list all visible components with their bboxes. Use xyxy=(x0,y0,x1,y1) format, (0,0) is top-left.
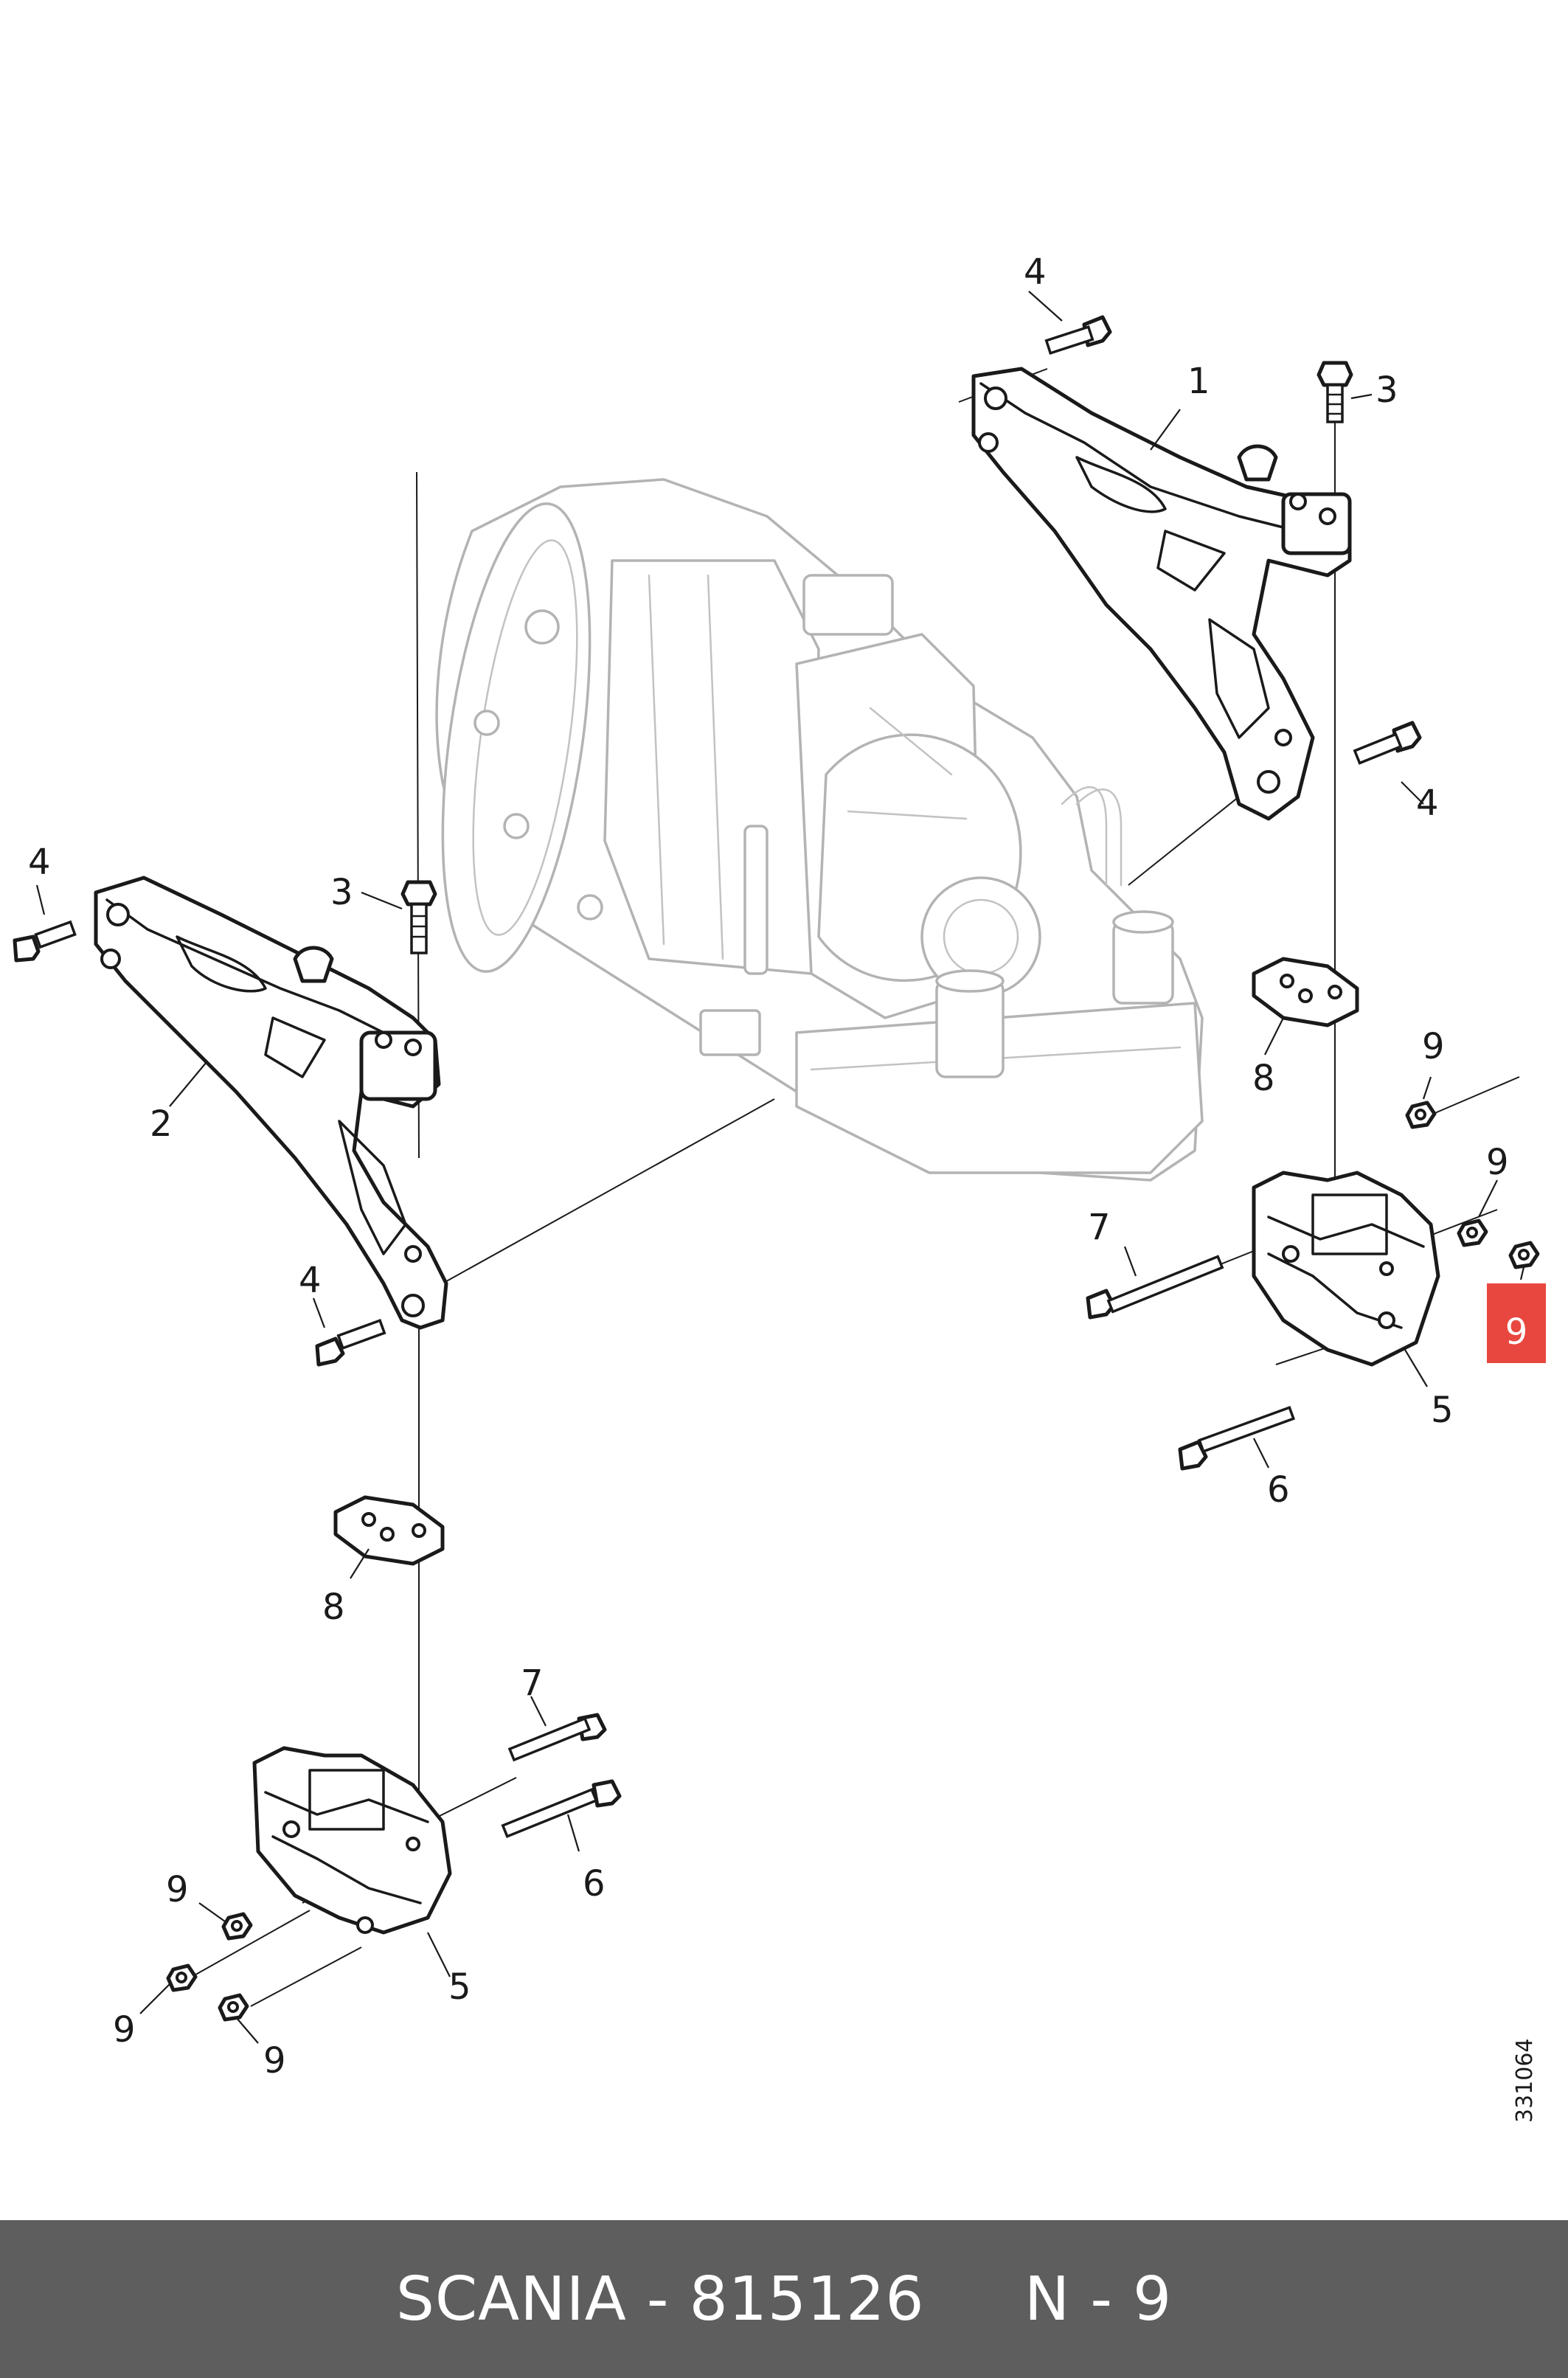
nut-9-left-a xyxy=(221,1912,253,1941)
nut-9-left-c xyxy=(218,1993,249,2022)
bolt-3-upper xyxy=(1317,361,1353,423)
engine-mount-5-right xyxy=(1252,1171,1440,1367)
callout-1: 1 xyxy=(1187,361,1210,402)
callout-9-left-b: 9 xyxy=(113,2009,136,2051)
callout-8-left: 8 xyxy=(322,1587,345,1628)
spacer-plate-8-left xyxy=(333,1495,445,1566)
callout-9-left-c: 9 xyxy=(263,2040,286,2081)
bolt-3-left xyxy=(400,880,437,954)
spacer-plate-8-right xyxy=(1252,957,1359,1027)
mounting-bracket-1 xyxy=(971,367,1352,821)
highlight-label: 9 xyxy=(1505,1311,1528,1353)
callout-4-left-bottom: 4 xyxy=(299,1260,322,1301)
callout-6-right: 6 xyxy=(1267,1469,1290,1511)
nut-9-right-highlighted xyxy=(1508,1241,1540,1269)
callout-3-left: 3 xyxy=(330,872,353,913)
highlighted-callout: 9 xyxy=(1487,1283,1546,1363)
exploded-parts-diagram: 1 2 3 3 4 4 4 4 5 5 6 6 7 7 8 8 9 9 9 9 … xyxy=(13,252,1546,2081)
footer-bar: SCANIA - 815126 N - 9 xyxy=(0,2220,1568,2378)
bolt-4-left-bottom xyxy=(315,1319,386,1367)
bolt-4-left-top xyxy=(13,920,77,963)
engine-mount-5-left xyxy=(252,1746,452,1935)
callout-9-right-upper: 9 xyxy=(1422,1026,1445,1067)
callout-4-right: 4 xyxy=(1416,783,1439,824)
callout-2: 2 xyxy=(150,1103,173,1145)
callout-labels: 1 2 3 3 4 4 4 4 5 5 6 6 7 7 8 8 9 9 9 9 … xyxy=(28,252,1509,2081)
nut-9-left-b xyxy=(166,1963,198,1992)
bolt-6-right xyxy=(1178,1406,1296,1471)
highlight-box xyxy=(1487,1283,1546,1363)
callout-4-left-top: 4 xyxy=(28,842,51,883)
gearbox-housing xyxy=(435,478,1204,1182)
callout-7-left: 7 xyxy=(521,1663,544,1704)
bolt-4-right xyxy=(1353,721,1422,765)
callout-9-right-mid: 9 xyxy=(1486,1142,1509,1183)
nut-9-right-upper xyxy=(1405,1100,1437,1129)
callout-5-left: 5 xyxy=(448,1966,471,2008)
callout-3-upper: 3 xyxy=(1376,370,1398,411)
drawing-number: 331064 xyxy=(1512,2038,1538,2123)
callout-6-left: 6 xyxy=(583,1863,606,1904)
footer-part-reference: SCANIA - 815126 N - 9 xyxy=(395,2264,1173,2334)
bolt-4-top xyxy=(1044,315,1112,356)
bolt-7-left xyxy=(507,1713,607,1762)
bolt-6-left xyxy=(501,1779,622,1839)
bolt-7-right xyxy=(1086,1255,1224,1320)
callout-9-left-a: 9 xyxy=(166,1869,189,1910)
mounting-bracket-2 xyxy=(94,876,448,1330)
callout-leaders xyxy=(35,291,1525,2044)
callout-5-right: 5 xyxy=(1431,1390,1454,1431)
callout-7-right: 7 xyxy=(1088,1207,1111,1248)
callout-4-top: 4 xyxy=(1024,252,1047,293)
nut-9-right-mid xyxy=(1457,1219,1488,1247)
callout-8-right: 8 xyxy=(1252,1058,1275,1099)
